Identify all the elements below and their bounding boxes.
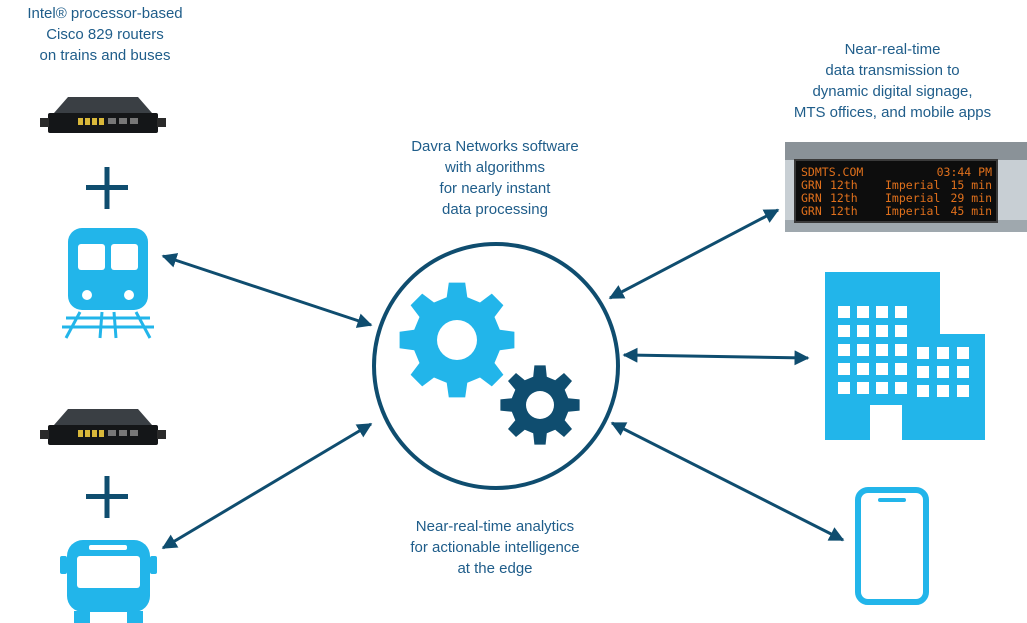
routers-label: Intel® processor-based Cisco 829 routers… [27, 5, 183, 64]
gear-icon [399, 282, 515, 398]
mobile-link-arrow [610, 421, 845, 542]
sign-row-dest: Imperial [885, 204, 940, 218]
sign-row-route: GRN [801, 178, 822, 192]
sign-row-dest: Imperial [885, 178, 940, 192]
sign-row-route: GRN [801, 204, 822, 218]
sign-header-left: SDMTS.COM [801, 165, 863, 179]
sign-header-right: 03:44 PM [937, 165, 992, 179]
davra-software-label: Davra Networks software with algorithms … [411, 138, 579, 218]
plus-icon [86, 167, 128, 209]
gear-icon [500, 365, 580, 445]
router-icon [40, 97, 166, 133]
sign-row-route: GRN [801, 191, 822, 205]
sign-row-time: 45 min [950, 204, 992, 218]
router-icon [40, 409, 166, 445]
train-icon [62, 228, 154, 339]
sign-row-stop: 12th [830, 191, 858, 205]
office-link-arrow [622, 347, 810, 366]
signage-link-arrow [608, 208, 780, 300]
sign-row-time: 29 min [950, 191, 992, 205]
sign-row-stop: 12th [830, 204, 858, 218]
office-building-icon [825, 272, 985, 441]
plus-icon [86, 476, 128, 518]
sign-row-time: 15 min [950, 178, 992, 192]
bus-icon [60, 540, 157, 623]
sign-row-dest: Imperial [885, 191, 940, 205]
mobile-phone-icon [855, 487, 929, 605]
edge-analytics-label: Near-real-time analytics for actionable … [410, 518, 580, 577]
bus-link-arrow [161, 422, 373, 550]
train-link-arrow [161, 253, 373, 328]
data-transmission-label: Near-real-time data transmission to dyna… [793, 41, 992, 121]
sign-row-stop: 12th [830, 178, 858, 192]
digital-signage-image: SDMTS.COM 03:44 PM GRN 12th Imperial 15 … [785, 142, 1027, 232]
